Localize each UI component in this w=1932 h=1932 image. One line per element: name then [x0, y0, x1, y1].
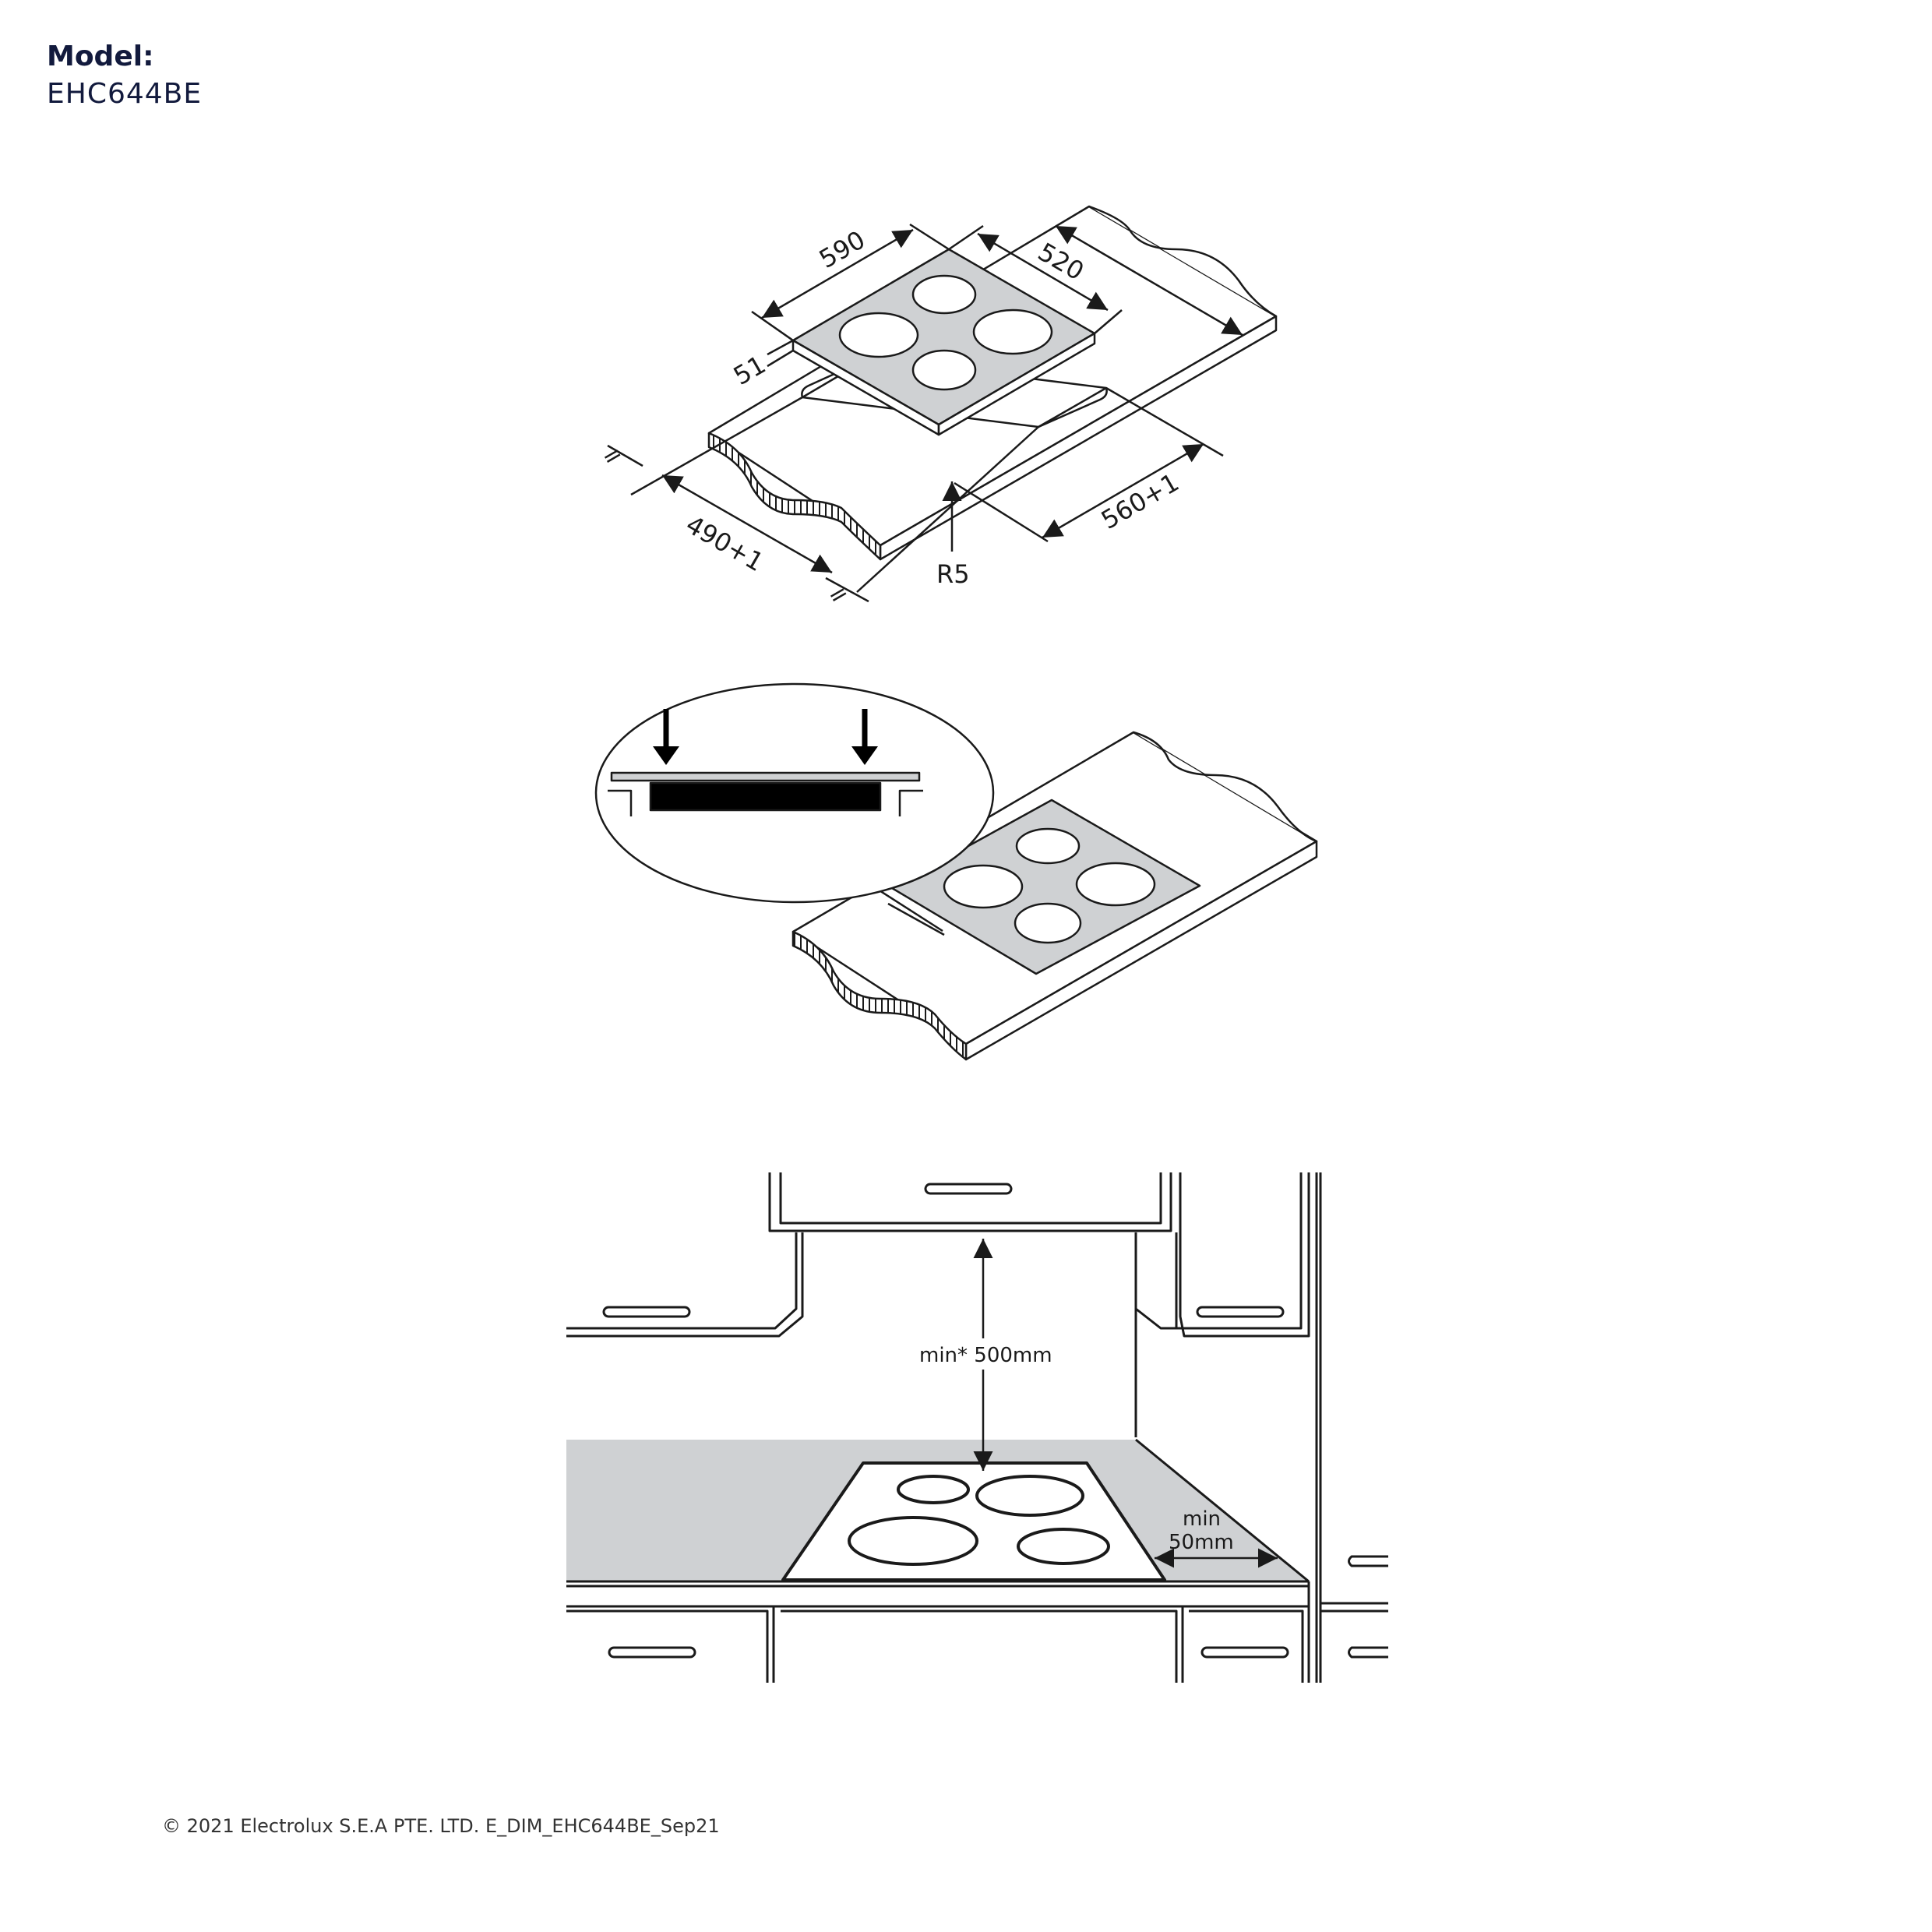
- worktop-break-back-2: [1133, 731, 1317, 843]
- zone-front-right-3: [1017, 1528, 1110, 1565]
- zone-right: [972, 308, 1053, 355]
- worktop-cut-section-2: [791, 930, 968, 1061]
- label-560: 560+1: [1096, 467, 1184, 535]
- label-490: 490+1: [681, 509, 769, 577]
- label-51: 51: [728, 350, 770, 391]
- label-side-clearance-1: min: [1183, 1507, 1221, 1531]
- model-label: Model:: [47, 41, 154, 72]
- dim-line-490: [661, 474, 833, 574]
- hob-1: [791, 248, 1096, 436]
- handle-upper-left: [602, 1306, 691, 1318]
- zone-back-right-3: [975, 1475, 1084, 1517]
- model-number: EHC644BE: [47, 78, 203, 110]
- hob-glass-3: [781, 1461, 1166, 1581]
- dimension-diagram: [607, 205, 1278, 603]
- hob-2: [890, 799, 1201, 975]
- detail-hob-body: [649, 781, 882, 812]
- clearance-labels: min* 500mm min 50mm: [915, 1338, 1234, 1554]
- hob-glass-2: [890, 799, 1201, 975]
- hob-3: [781, 1461, 1166, 1581]
- clearance-diagram: [566, 1172, 1388, 1683]
- zone-front-left-3: [848, 1516, 978, 1566]
- upper-cabinet-left: [566, 1232, 798, 1330]
- equal-mark-left: =: [598, 439, 628, 473]
- handle-lower-left: [608, 1646, 696, 1659]
- equal-mark-right: =: [823, 578, 854, 612]
- zone-back-left-3: [897, 1475, 970, 1504]
- label-top-clearance: min* 500mm: [919, 1344, 1052, 1367]
- label-side-clearance-2: 50mm: [1169, 1531, 1234, 1554]
- label-590: 590: [814, 224, 870, 273]
- zone-right-2: [1075, 862, 1156, 907]
- press-arrows: [653, 709, 878, 765]
- handle-lower-right: [1200, 1646, 1289, 1659]
- zone-back-2: [1015, 827, 1081, 865]
- lower-cabinet-left: [566, 1609, 769, 1683]
- dim-line-depth-back: [1055, 224, 1243, 337]
- detail-worktop-left: [608, 789, 633, 816]
- zone-left-2: [943, 864, 1024, 909]
- upper-cabinet-center: [768, 1172, 1172, 1232]
- zone-front: [911, 349, 977, 391]
- dim-line-560: [1042, 442, 1204, 539]
- zone-left: [838, 312, 919, 358]
- detail-worktop-right: [898, 789, 923, 816]
- handle-upper-right: [1196, 1306, 1285, 1318]
- detail-hob-top: [610, 771, 921, 782]
- install-diagram: [594, 682, 1318, 1061]
- handle-far-right-upper: [1348, 1555, 1388, 1567]
- zone-back: [911, 274, 977, 315]
- footer-copyright: © 2021 Electrolux S.E.A PTE. LTD. E_DIM_…: [162, 1815, 720, 1837]
- zone-front-2: [1014, 902, 1082, 944]
- handle-upper-center: [924, 1183, 1013, 1195]
- handle-far-right-lower: [1348, 1646, 1388, 1659]
- dim-line-590: [761, 228, 914, 319]
- label-r5: R5: [936, 559, 970, 589]
